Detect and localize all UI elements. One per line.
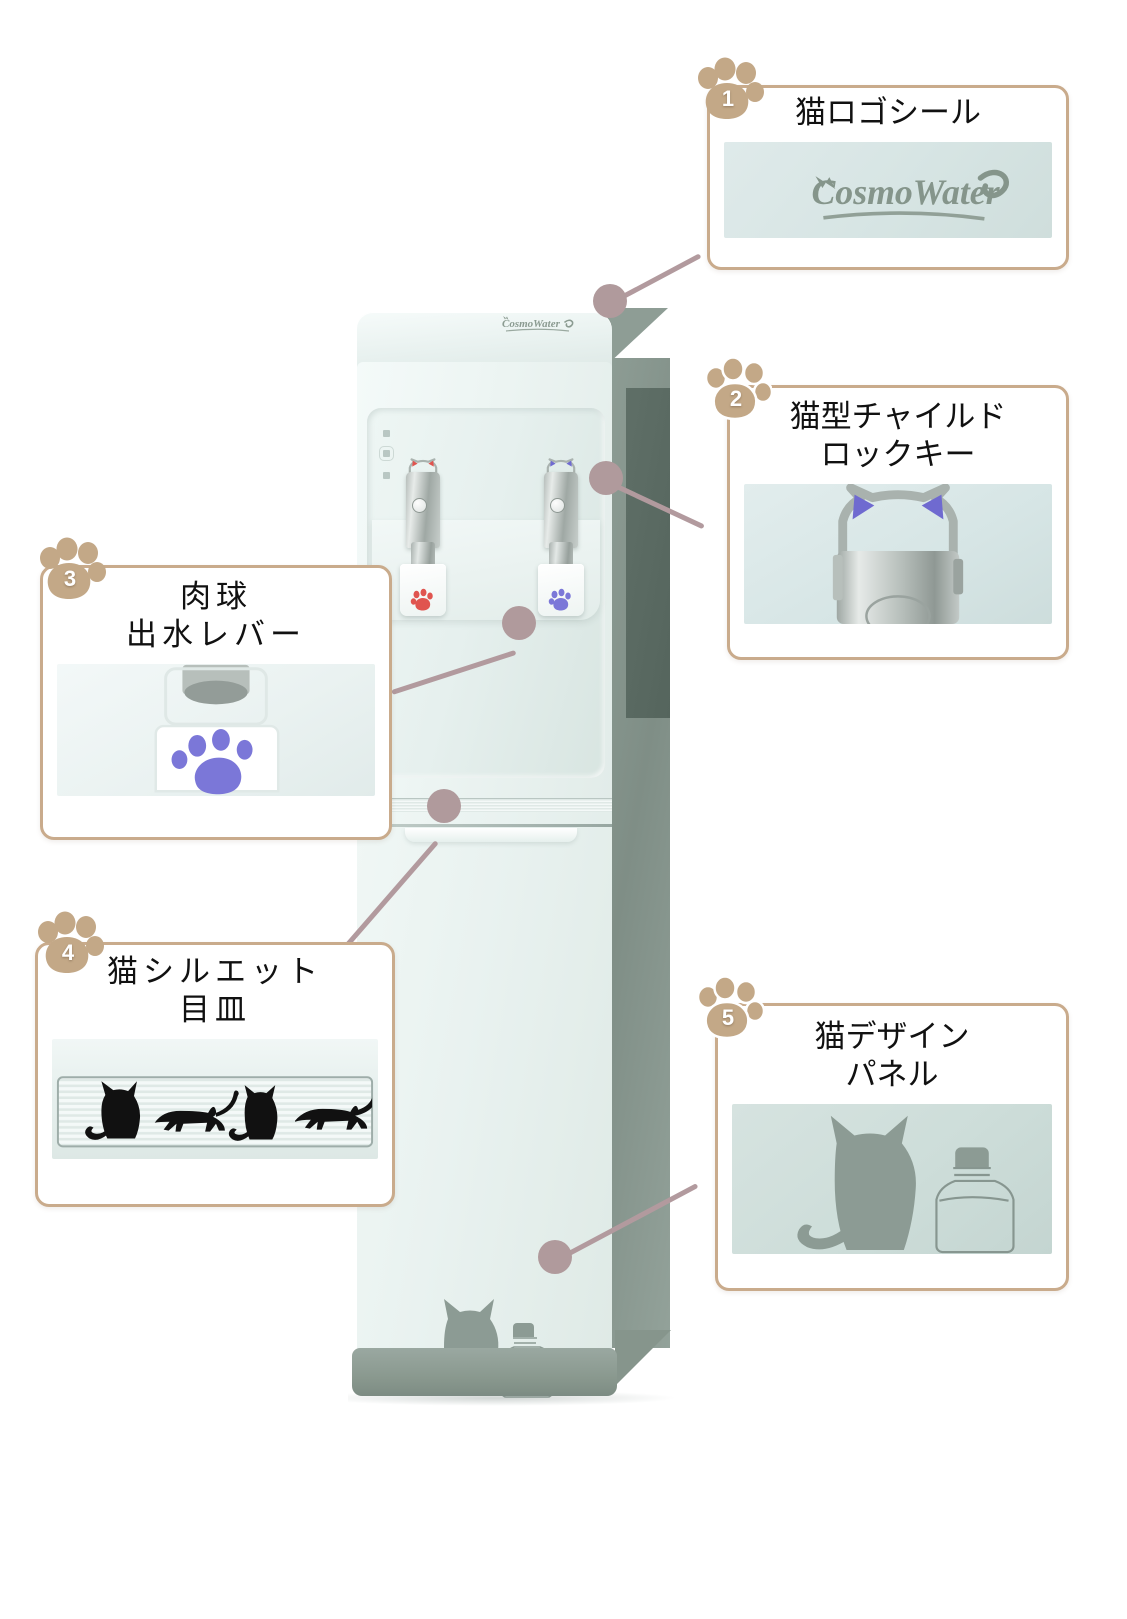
callout-photo-5	[732, 1103, 1052, 1254]
callout-card-4: 猫シルエット 目皿	[35, 942, 395, 1207]
dispenser-base-side	[615, 1330, 671, 1386]
svg-text:CosmoWater: CosmoWater	[502, 318, 561, 330]
cold-tap-body	[544, 472, 578, 548]
indicator-row-2	[379, 446, 396, 461]
paw-badge-number-1: 1	[721, 86, 735, 111]
leader-dot-5	[538, 1240, 572, 1274]
indicator-row-3	[383, 472, 396, 479]
paw-badge-2: 2	[700, 356, 774, 426]
callout-card-5: 猫デザイン パネル	[715, 1003, 1069, 1291]
dispenser-top-side	[606, 308, 668, 366]
indicator-row-1	[383, 430, 396, 437]
callout-title-1: 猫ロゴシール	[795, 95, 981, 130]
callout-photo-3	[57, 663, 375, 796]
paw-badge-number-5: 5	[721, 1005, 735, 1030]
cat-ear-lock-key-hot[interactable]	[405, 458, 441, 480]
paw-print-cold-icon	[548, 588, 574, 612]
water-dispenser-illustration: CosmoWater	[330, 300, 750, 1450]
paw-badge-5: 5	[692, 975, 766, 1045]
hot-tap-body	[406, 472, 440, 548]
svg-text:CosmoWater: CosmoWater	[811, 172, 1000, 212]
leader-dot-4	[427, 789, 461, 823]
cosmowater-logo-on-unit: CosmoWater	[498, 312, 578, 334]
hot-water-lever[interactable]	[400, 564, 446, 616]
paw-badge-1: 1	[692, 56, 764, 126]
indicator-lamp-2	[379, 446, 394, 461]
dispenser-side-inset	[626, 388, 670, 718]
paw-badge-number-2: 2	[729, 386, 743, 411]
leader-dot-2	[589, 461, 623, 495]
callout-card-3: 肉球 出水レバー	[40, 565, 392, 840]
hot-water-tap[interactable]	[392, 458, 454, 618]
dispenser-door-seam	[357, 824, 612, 827]
cat-ear-lock-key-cold[interactable]	[543, 458, 579, 480]
callout-title-2: 猫型チャイルド ロックキー	[789, 399, 1007, 472]
dispenser-door-handle[interactable]	[405, 828, 577, 842]
cold-water-lever[interactable]	[538, 564, 584, 616]
dispenser-drip-tray-grill	[358, 798, 612, 812]
callout-card-1: 猫ロゴシール CosmoWater	[707, 85, 1069, 270]
indicator-lamp-1	[383, 430, 390, 437]
dispenser-base	[352, 1348, 617, 1396]
leader-dot-1	[593, 284, 627, 318]
callout-title-4: 猫シルエット 目皿	[107, 954, 323, 1027]
callout-photo-2	[744, 483, 1052, 624]
callout-photo-1: CosmoWater	[724, 141, 1052, 238]
leader-dot-3	[502, 606, 536, 640]
callout-card-2: 猫型チャイルド ロックキー	[727, 385, 1069, 660]
callout-title-5: 猫デザイン パネル	[814, 1019, 970, 1092]
callout-photo-4	[52, 1038, 378, 1159]
indicator-lamp-3	[383, 472, 390, 479]
dispenser-floor-shadow	[348, 1390, 678, 1406]
paw-print-hot-icon	[410, 588, 436, 612]
paw-badge-4: 4	[32, 910, 104, 980]
paw-badge-number-3: 3	[63, 566, 77, 591]
cold-water-tap[interactable]	[530, 458, 592, 618]
callout-title-3: 肉球 出水レバー	[126, 579, 306, 652]
paw-badge-3: 3	[34, 536, 106, 606]
paw-badge-number-4: 4	[61, 940, 75, 965]
